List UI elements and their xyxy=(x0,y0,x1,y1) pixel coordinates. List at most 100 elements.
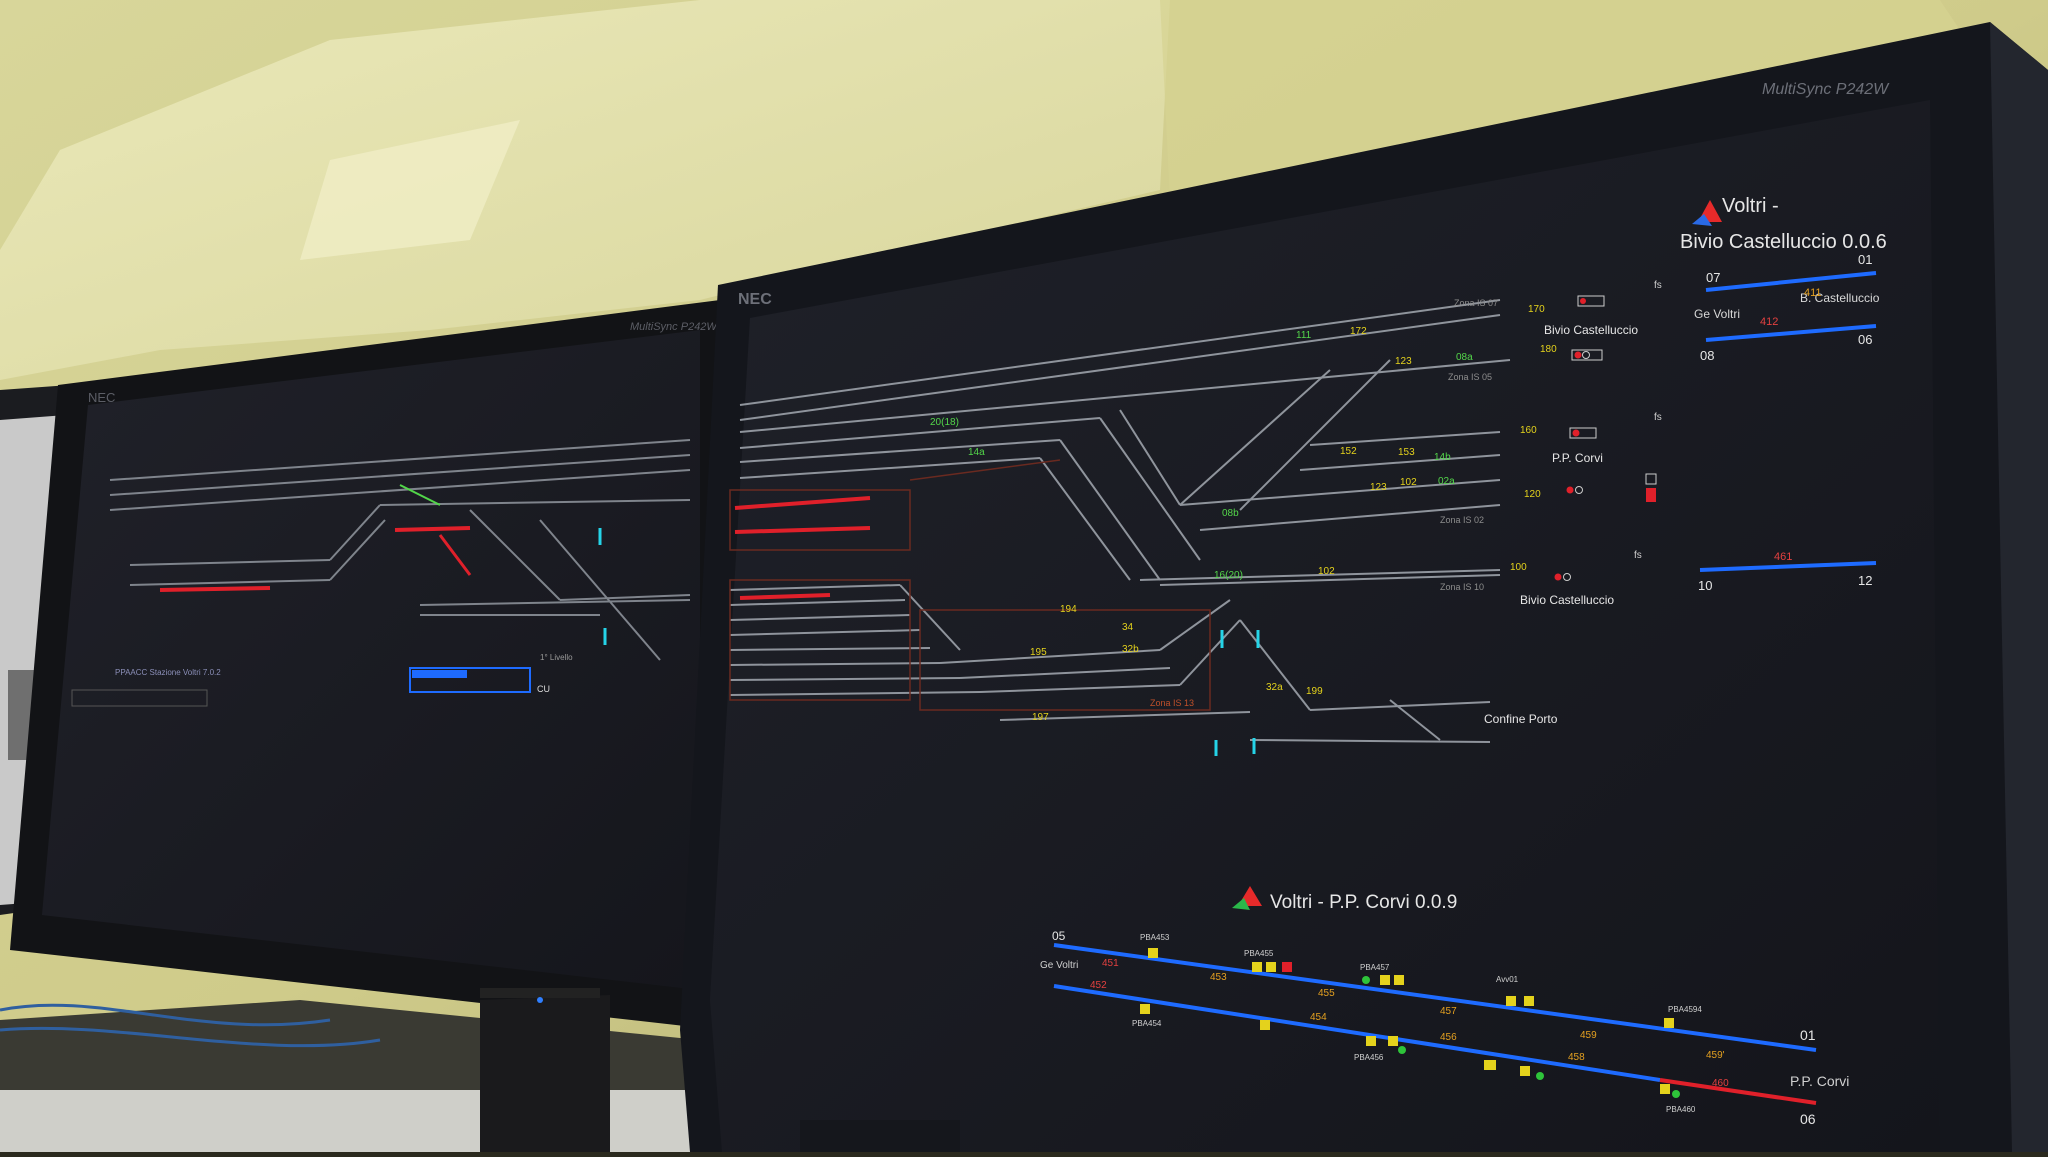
svg-text:Zona IS 07: Zona IS 07 xyxy=(1454,298,1498,308)
panel2-right-label: P.P. Corvi xyxy=(1790,1073,1849,1089)
panel2-logo-icon-green xyxy=(1232,898,1250,910)
yard-yellow-labels: 170 180 172 160 120 100 153 152 102 123 … xyxy=(1030,304,1557,723)
svg-text:100: 100 xyxy=(1510,562,1527,573)
svg-text:152: 152 xyxy=(1340,446,1357,457)
panel1-signal-06: 06 xyxy=(1858,332,1872,347)
panel2-title: Voltri - P.P. Corvi 0.0.9 xyxy=(1270,892,1457,913)
svg-text:fs: fs xyxy=(1634,550,1642,561)
left-monitor-buttons xyxy=(480,988,600,998)
svg-text:459: 459 xyxy=(1580,1030,1597,1041)
panel1-track-upper xyxy=(1705,271,1877,292)
left-screen-info-box xyxy=(71,689,208,707)
svg-text:458: 458 xyxy=(1568,1052,1585,1063)
svg-text:194: 194 xyxy=(1060,604,1077,615)
panel1-track-bottom xyxy=(1699,561,1877,572)
yard-signal-lamps xyxy=(1554,295,1657,581)
svg-text:32b: 32b xyxy=(1122,644,1139,655)
panel1-logo-icon-blue xyxy=(1692,214,1712,226)
svg-text:453: 453 xyxy=(1210,972,1227,983)
svg-text:PBA455: PBA455 xyxy=(1244,949,1274,958)
panel1-track-461: 461 xyxy=(1774,551,1792,563)
left-monitor-brand: NEC xyxy=(88,390,115,405)
svg-text:fs: fs xyxy=(1654,412,1662,423)
svg-text:PBA456: PBA456 xyxy=(1354,1053,1384,1062)
left-green-route xyxy=(399,484,441,506)
occupied-routes xyxy=(734,496,871,600)
svg-text:Zona IS 13: Zona IS 13 xyxy=(1150,698,1194,708)
panel1-track-411: 411 xyxy=(1804,287,1822,299)
yard-tracks xyxy=(729,299,1511,743)
right-monitor-screen xyxy=(710,100,1940,1152)
panel2-track-lower xyxy=(1053,984,1661,1082)
svg-text:14a: 14a xyxy=(968,447,985,458)
svg-text:PBA454: PBA454 xyxy=(1132,1019,1162,1028)
svg-text:123: 123 xyxy=(1370,482,1387,493)
svg-text:34: 34 xyxy=(1122,622,1134,633)
svg-text:102: 102 xyxy=(1318,566,1335,577)
left-monitor-model: MultiSync P242W xyxy=(630,321,718,333)
svg-text:102: 102 xyxy=(1400,477,1417,488)
left-box-label-2: CU xyxy=(537,684,550,694)
cyan-marks xyxy=(1214,630,1260,756)
svg-text:180: 180 xyxy=(1540,344,1557,355)
svg-text:454: 454 xyxy=(1310,1012,1327,1023)
panel2-block-markers xyxy=(1140,948,1680,1098)
svg-text:08a: 08a xyxy=(1456,352,1473,363)
svg-text:PBA460: PBA460 xyxy=(1666,1105,1696,1114)
panel2-signal-01: 01 xyxy=(1800,1027,1816,1043)
yard-zone-labels: Zona IS 07 Zona IS 05 Zona IS 02 Zona IS… xyxy=(1150,298,1498,708)
svg-text:Zona IS 02: Zona IS 02 xyxy=(1440,515,1484,525)
svg-text:08b: 08b xyxy=(1222,508,1239,519)
svg-text:170: 170 xyxy=(1528,304,1545,315)
svg-text:02a: 02a xyxy=(1438,476,1455,487)
svg-text:199: 199 xyxy=(1306,686,1323,697)
panel1-signal-10: 10 xyxy=(1698,578,1712,593)
svg-text:20(18): 20(18) xyxy=(930,417,959,428)
svg-text:459': 459' xyxy=(1706,1050,1725,1061)
svg-text:Bivio Castelluccio: Bivio Castelluccio xyxy=(1544,323,1638,337)
left-red-route-2 xyxy=(394,526,471,532)
panel2-block-labels: PBA453 PBA455 PBA457 PBA454 PBA456 Avv01… xyxy=(1132,933,1702,1114)
svg-text:153: 153 xyxy=(1398,447,1415,458)
left-monitor-screen xyxy=(42,330,700,990)
paper-sheet-fold xyxy=(300,120,520,260)
panel1-signal-07: 07 xyxy=(1706,270,1720,285)
left-box-label-1: 1° Livello xyxy=(540,653,573,662)
yard-fs-labels: fs fs fs xyxy=(1634,280,1662,561)
panel1-signal-01: 01 xyxy=(1858,252,1872,267)
yard-green-labels: 111 08a 08b 16(20) 14b 02a 20(18) 14a xyxy=(930,330,1473,581)
svg-text:123: 123 xyxy=(1395,356,1412,367)
svg-text:Zona IS 10: Zona IS 10 xyxy=(1440,582,1484,592)
panel2-signal-05: 05 xyxy=(1052,929,1066,943)
svg-text:195: 195 xyxy=(1030,647,1047,658)
panel2: Voltri - P.P. Corvi 0.0.9 05 01 06 Ge Vo… xyxy=(1040,886,1849,1127)
svg-text:111: 111 xyxy=(1296,330,1312,341)
svg-text:32a: 32a xyxy=(1266,682,1283,693)
panel1-left-label: Ge Voltri xyxy=(1694,307,1740,321)
left-blue-box-inner xyxy=(412,670,467,678)
panel1-signal-12: 12 xyxy=(1858,573,1872,588)
yard-station-labels: Bivio Castelluccio P.P. Corvi Bivio Cast… xyxy=(1484,323,1638,726)
svg-text:Zona IS 05: Zona IS 05 xyxy=(1448,372,1492,382)
panel1-title-line1: Voltri - xyxy=(1722,195,1779,217)
svg-text:Avv01: Avv01 xyxy=(1496,975,1519,984)
panel1-track-412: 412 xyxy=(1760,316,1778,328)
left-screen-schematic xyxy=(109,439,691,661)
left-blue-box xyxy=(409,667,531,693)
right-monitor-side xyxy=(1990,22,2048,1152)
svg-text:452: 452 xyxy=(1090,980,1107,991)
svg-text:Confine Porto: Confine Porto xyxy=(1484,712,1558,726)
left-red-route-3 xyxy=(438,534,472,576)
desk-cables xyxy=(0,1003,381,1048)
svg-text:160: 160 xyxy=(1520,425,1537,436)
paper-sheet xyxy=(0,0,1170,380)
zone-boxes xyxy=(729,459,1211,711)
panel1-right-label: B. Castelluccio xyxy=(1800,291,1880,305)
left-screen-title: PPAACC Stazione Voltri 7.0.2 xyxy=(115,668,221,677)
right-monitor-brand: NEC xyxy=(738,291,772,308)
svg-text:455: 455 xyxy=(1318,988,1335,999)
panel2-signal-06: 06 xyxy=(1800,1111,1816,1127)
svg-text:fs: fs xyxy=(1654,280,1662,291)
svg-text:Bivio Castelluccio: Bivio Castelluccio xyxy=(1520,593,1614,607)
